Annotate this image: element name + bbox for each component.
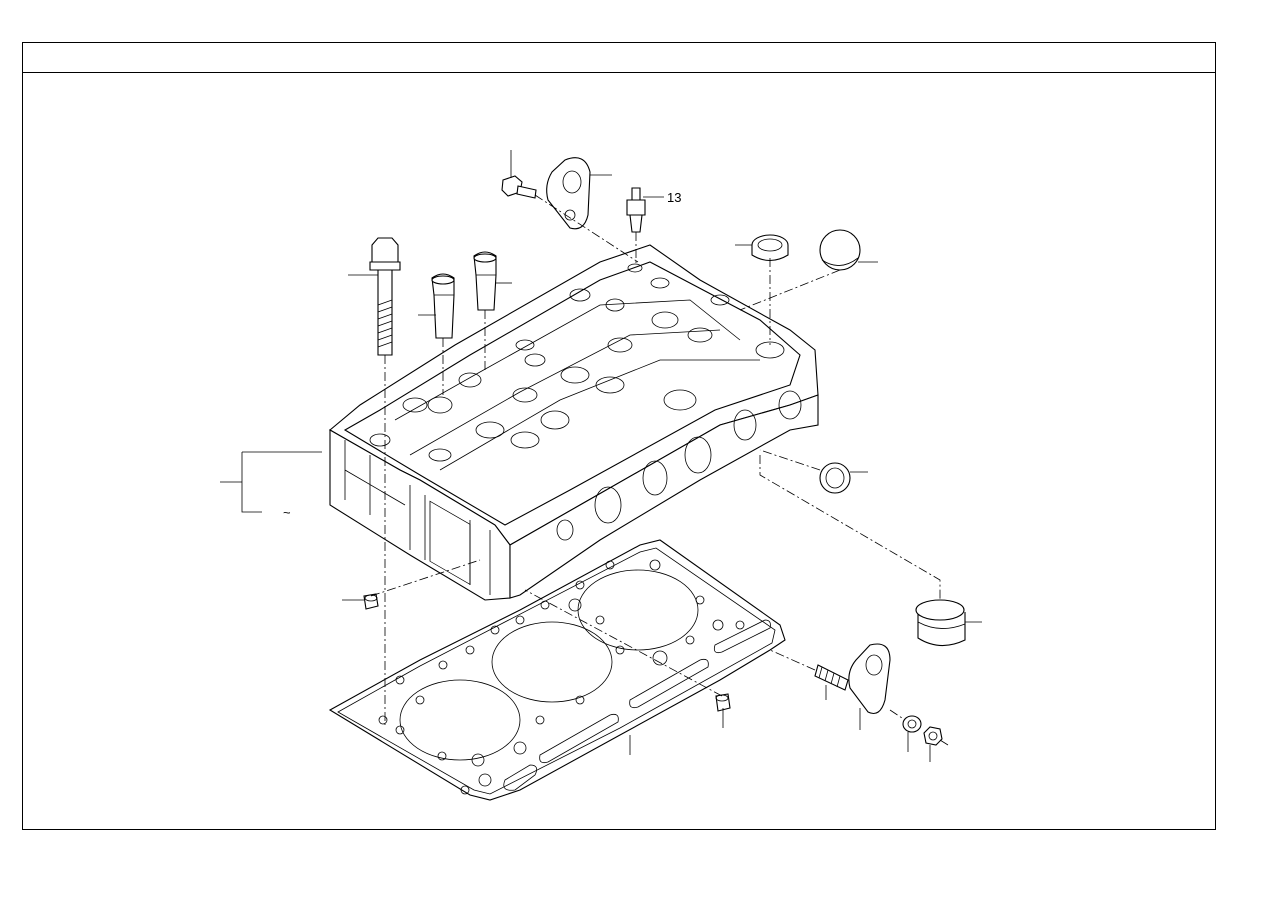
lifting-eye-top <box>546 157 591 230</box>
cup-plug-side <box>819 462 851 494</box>
cylinder-head <box>329 244 819 601</box>
callout-glow-plug: 13 <box>667 190 681 205</box>
title-bar <box>23 43 1215 73</box>
sleeve-plug <box>915 599 966 647</box>
dowel-pin-right <box>715 693 731 712</box>
drawing-frame <box>22 42 1216 830</box>
stud <box>814 664 849 691</box>
head-gasket <box>328 539 786 801</box>
leader-lines <box>220 150 982 762</box>
valve-guide-right <box>473 251 497 311</box>
lifting-eye-bottom <box>848 643 891 715</box>
glow-plug <box>626 187 646 233</box>
dowel-pin-left <box>363 593 379 610</box>
expansion-plug <box>819 229 861 271</box>
nut <box>923 726 943 746</box>
head-bolt <box>369 237 401 356</box>
assembly-lines <box>370 194 941 725</box>
bracket-mark: ~ <box>283 505 291 520</box>
small-bolt-top <box>501 175 537 199</box>
valve-guide-left <box>431 273 455 339</box>
washer <box>902 715 922 733</box>
cup-plug-top <box>751 234 789 262</box>
